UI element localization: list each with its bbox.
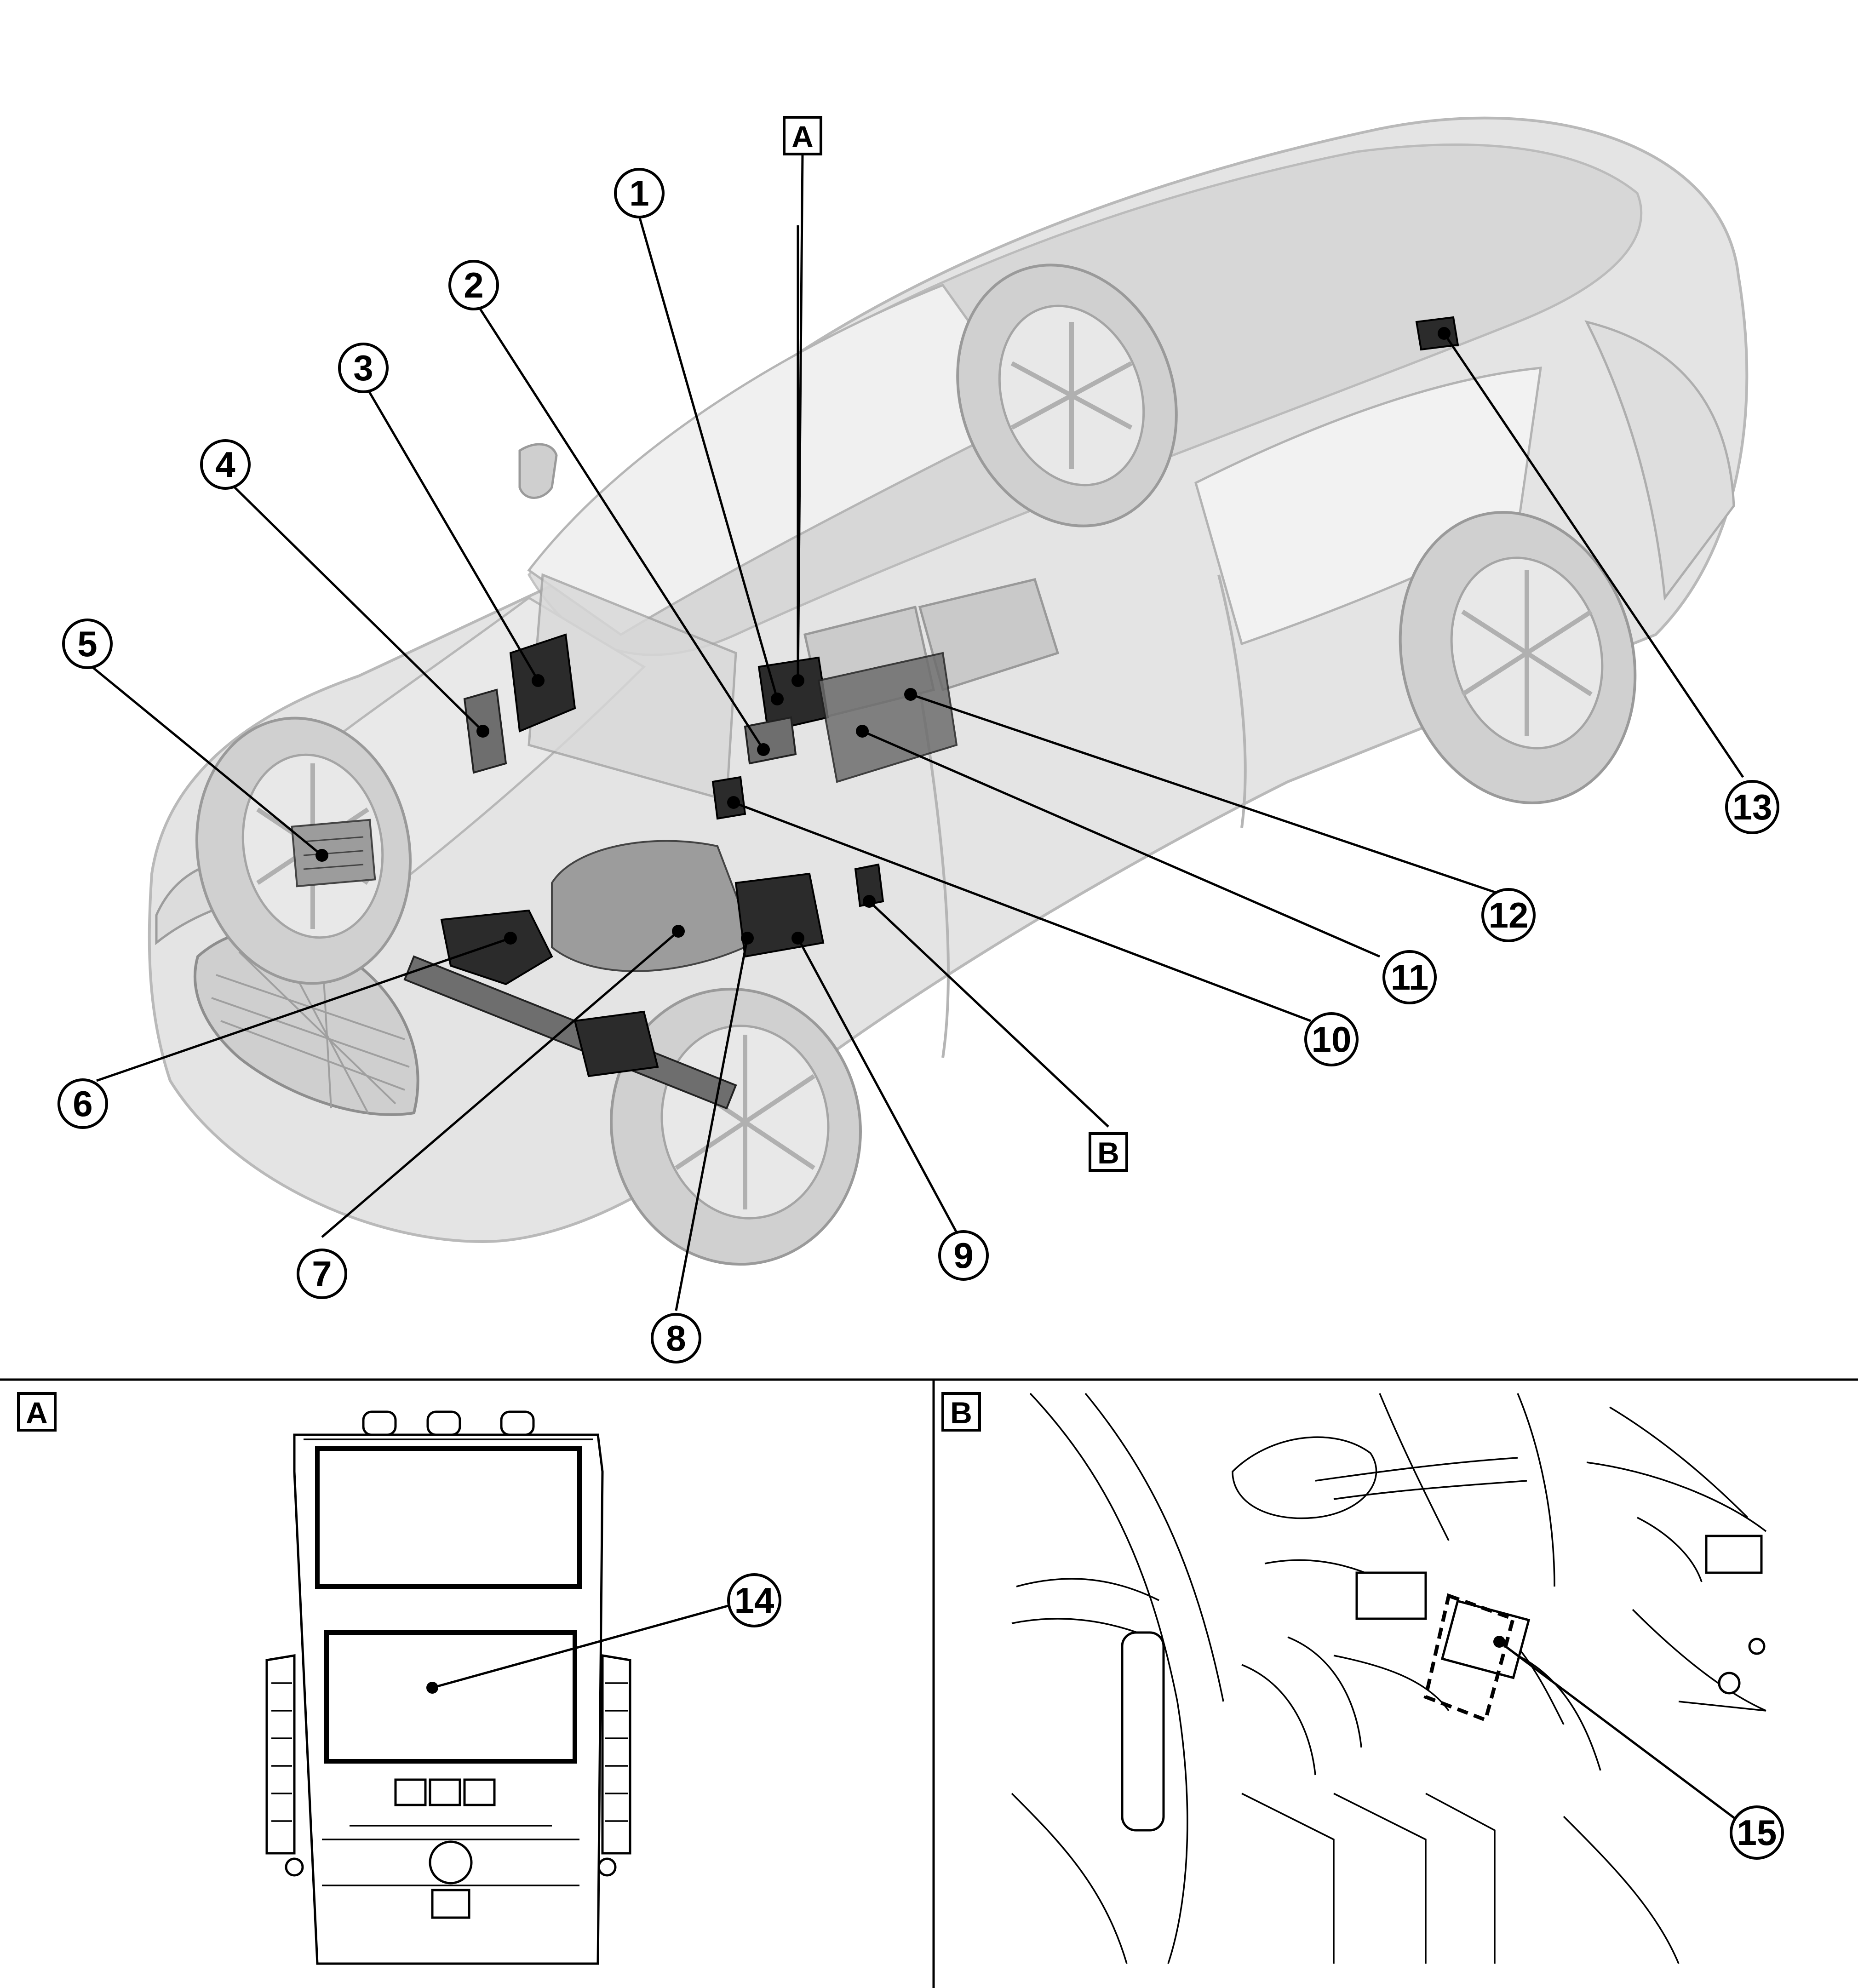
svg-text:B: B — [950, 1396, 972, 1430]
svg-text:13: 13 — [1732, 787, 1772, 827]
svg-text:10: 10 — [1312, 1019, 1352, 1060]
svg-text:3: 3 — [353, 348, 373, 388]
callout-7: 7 — [297, 1249, 347, 1299]
svg-text:11: 11 — [1391, 957, 1428, 997]
part-10-sensor — [711, 776, 746, 820]
part-5-fins — [303, 836, 364, 870]
svg-text:14: 14 — [734, 1580, 774, 1621]
steering-motor — [573, 1010, 659, 1077]
center-console — [817, 652, 958, 783]
svg-text:4: 4 — [215, 444, 235, 485]
view-label-b-detail: B — [941, 1392, 981, 1432]
svg-text:1: 1 — [629, 173, 649, 213]
view-label-a-main: A — [783, 116, 822, 155]
svg-text:15: 15 — [1737, 1812, 1777, 1853]
svg-text:8: 8 — [666, 1318, 686, 1358]
callout-4: 4 — [200, 439, 251, 490]
svg-text:A: A — [791, 120, 814, 154]
leader-lines — [91, 216, 1744, 1311]
part-2-module — [744, 716, 797, 765]
callout-2: 2 — [448, 260, 499, 310]
svg-text:7: 7 — [312, 1254, 332, 1294]
svg-text:12: 12 — [1489, 895, 1529, 935]
detail-view-b: B — [941, 1392, 1784, 1964]
callout-10: 10 — [1304, 1012, 1359, 1066]
callout-5: 5 — [62, 619, 113, 669]
svg-text:9: 9 — [953, 1235, 973, 1276]
callout-3: 3 — [338, 343, 389, 393]
callout-9: 9 — [938, 1230, 989, 1281]
svg-text:A: A — [26, 1396, 48, 1430]
svg-text:2: 2 — [464, 265, 483, 305]
callout-14: 14 — [727, 1573, 781, 1627]
callout-13: 13 — [1725, 780, 1779, 834]
part-13-module — [1415, 316, 1459, 351]
view-label-b-main: B — [1089, 1132, 1128, 1172]
vehicle-ghost — [148, 116, 1749, 1266]
svg-text:B: B — [1097, 1136, 1119, 1170]
callout-8: 8 — [651, 1313, 701, 1364]
callout-11: 11 — [1382, 950, 1437, 1004]
svg-text:6: 6 — [73, 1083, 92, 1124]
callout-1: 1 — [614, 168, 665, 218]
view-label-a-detail: A — [17, 1392, 57, 1432]
callout-6: 6 — [57, 1078, 108, 1129]
callout-15: 15 — [1730, 1805, 1784, 1860]
callout-12: 12 — [1481, 888, 1536, 942]
detail-view-a: A — [17, 1392, 781, 1965]
callouts: 1 2 3 4 5 6 7 8 9 10 11 12 13 — [57, 168, 1779, 1364]
svg-text:5: 5 — [77, 624, 97, 664]
component-parts — [291, 316, 1459, 1110]
part-b-location — [854, 863, 884, 907]
